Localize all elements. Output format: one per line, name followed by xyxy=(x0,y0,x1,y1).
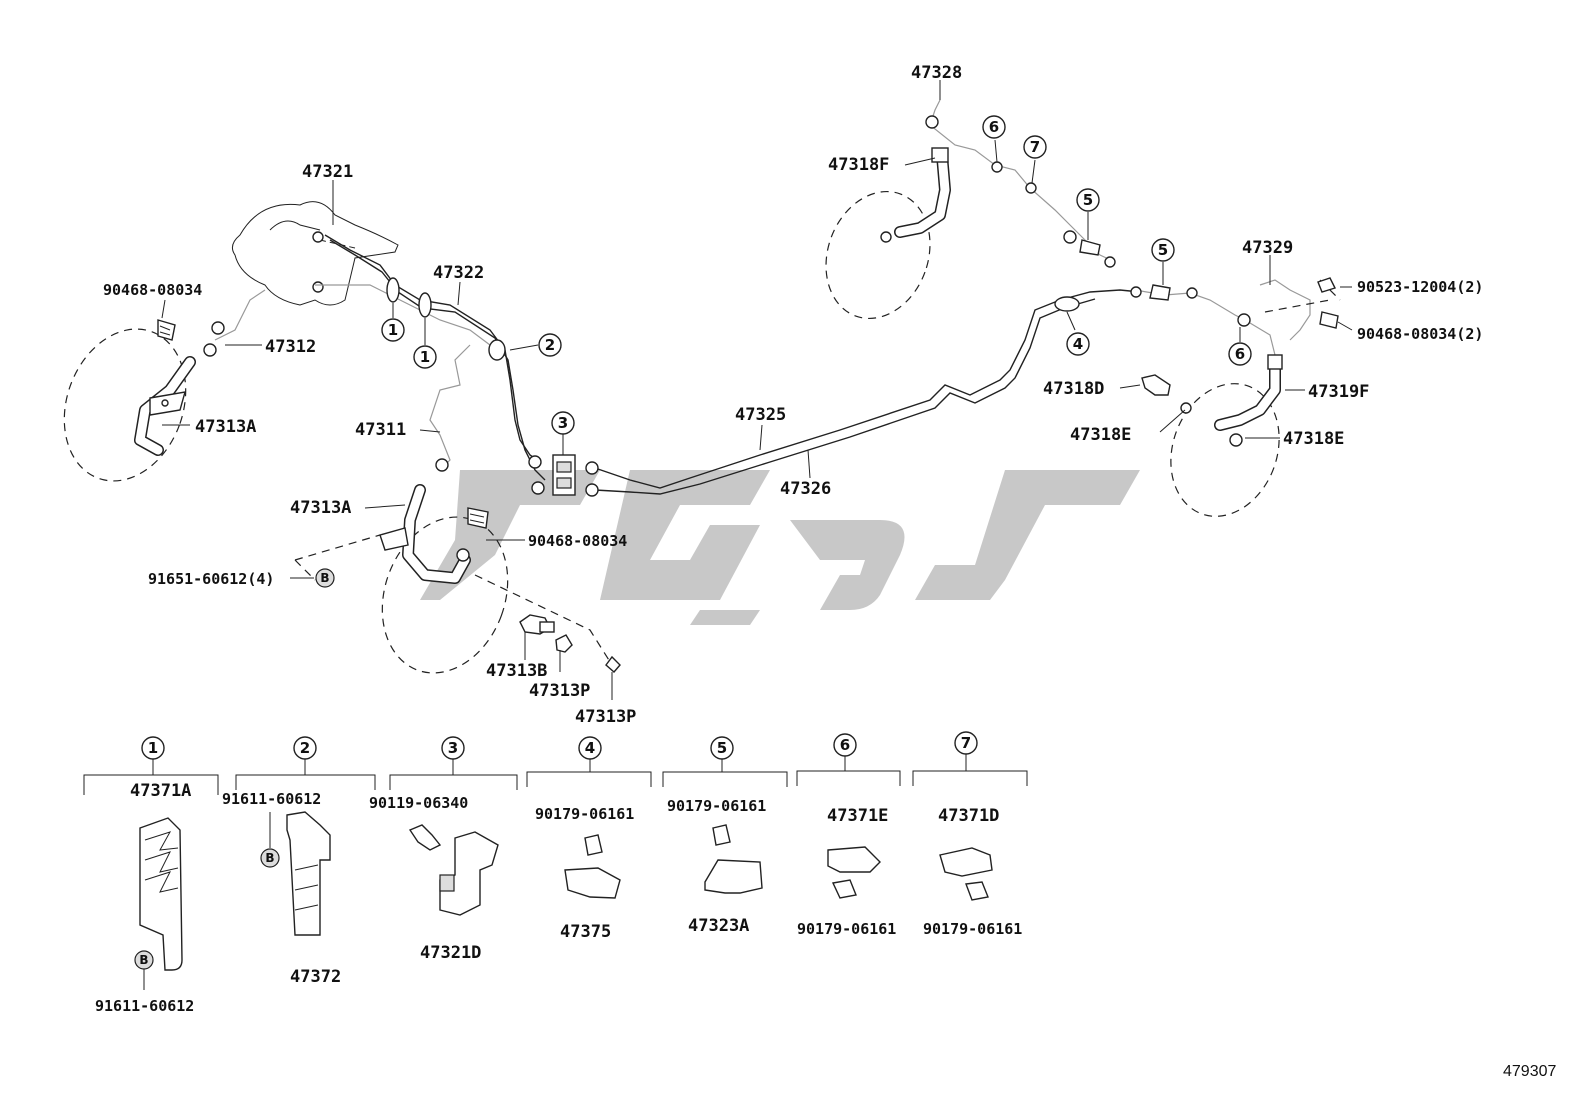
legend-group-4: 4 90179-06161 47375 xyxy=(526,736,652,942)
legend-2-part-a: 91611-60612 xyxy=(222,790,321,808)
legend-1-part-a: 47371A xyxy=(130,781,191,801)
label-90468-08034-right: 90468-08034(2) xyxy=(1357,325,1483,343)
label-47329: 47329 xyxy=(1242,238,1293,258)
svg-text:5: 5 xyxy=(1083,191,1093,209)
right-pipes xyxy=(925,99,1341,356)
legend-6-part-b: 90179-06161 xyxy=(797,920,896,938)
label-47325: 47325 xyxy=(735,405,786,425)
callout-circles: 1 1 2 3 4 5 5 6 6 7 B xyxy=(315,115,1252,588)
label-47313B: 47313B xyxy=(486,661,547,681)
legend-group-2: 2 91611-60612 B 47372 xyxy=(222,736,376,987)
callout-1a: 1 xyxy=(381,318,405,342)
junction-block-3 xyxy=(552,454,576,496)
svg-text:4: 4 xyxy=(585,739,595,757)
svg-text:7: 7 xyxy=(961,734,971,752)
label-90468-08034-lower: 90468-08034 xyxy=(528,532,627,550)
right-clips xyxy=(1317,277,1339,329)
svg-text:5: 5 xyxy=(1158,241,1168,259)
svg-text:3: 3 xyxy=(448,739,458,757)
legend-5-part-b: 47323A xyxy=(688,916,749,936)
left-bracket-clip xyxy=(157,319,176,341)
legend-5-part-a: 90179-06161 xyxy=(667,797,766,815)
svg-text:6: 6 xyxy=(989,118,999,136)
legend-4-part-b: 47375 xyxy=(560,922,611,942)
legend-7-part-a: 47371D xyxy=(938,806,999,826)
leader-lines xyxy=(161,80,1353,700)
label-90468-08034-left: 90468-08034 xyxy=(103,281,202,299)
svg-text:1: 1 xyxy=(420,348,430,366)
label-47322: 47322 xyxy=(433,263,484,283)
callout-b-diagram: B xyxy=(315,568,335,588)
callout-2: 2 xyxy=(538,333,562,357)
callout-6a: 6 xyxy=(982,115,1006,139)
callout-5a: 5 xyxy=(1076,188,1100,212)
legend-group-6: 6 47371E 90179-06161 xyxy=(796,733,901,938)
legend-6-part-a: 47371E xyxy=(827,806,888,826)
legend-group-1: 1 47371A B 91611-60612 xyxy=(83,736,219,1015)
right-lower-brake-disc xyxy=(1141,354,1283,517)
callout-5b: 5 xyxy=(1151,238,1175,262)
label-47318D: 47318D xyxy=(1043,379,1104,399)
left-pipes xyxy=(203,234,546,495)
callout-3: 3 xyxy=(551,411,575,435)
svg-text:2: 2 xyxy=(300,739,310,757)
label-47313P-2: 47313P xyxy=(575,707,636,727)
legend-7-part-b: 90179-06161 xyxy=(923,920,1022,938)
lower-bracket-clip xyxy=(467,507,489,529)
svg-text:7: 7 xyxy=(1030,138,1040,156)
svg-text:6: 6 xyxy=(1235,345,1245,363)
label-47318E-right: 47318E xyxy=(1283,429,1344,449)
callout-7: 7 xyxy=(1023,135,1047,159)
svg-text:3: 3 xyxy=(558,414,568,432)
svg-text:B: B xyxy=(265,851,274,865)
legend-1-part-b: 91611-60612 xyxy=(95,997,194,1015)
svg-text:1: 1 xyxy=(388,321,398,339)
label-47312: 47312 xyxy=(265,337,316,357)
legend-group-7: 7 47371D 90179-06161 xyxy=(912,731,1028,938)
label-47313P-1: 47313P xyxy=(529,681,590,701)
svg-text:5: 5 xyxy=(717,739,727,757)
callout-6b: 6 xyxy=(1228,342,1252,366)
left-upper-brake-disc xyxy=(63,328,196,482)
label-91651-60612: 91651-60612(4) xyxy=(148,570,274,588)
svg-text:B: B xyxy=(139,953,148,967)
legend-group-3: 3 90119-06340 47321D xyxy=(369,736,518,963)
callout-1b: 1 xyxy=(413,345,437,369)
label-47321: 47321 xyxy=(302,162,353,182)
svg-text:2: 2 xyxy=(545,336,555,354)
label-47318F: 47318F xyxy=(828,155,889,175)
legend-3-part-b: 47321D xyxy=(420,943,481,963)
svg-text:1: 1 xyxy=(148,739,158,757)
callout-4: 4 xyxy=(1066,332,1090,356)
svg-text:4: 4 xyxy=(1073,335,1083,353)
right-upper-brake-disc xyxy=(825,147,951,320)
left-lower-brake-disc xyxy=(294,484,613,674)
left-clamps xyxy=(386,277,506,361)
master-cylinder xyxy=(231,201,399,306)
legend-group-5: 5 90179-06161 47323A xyxy=(662,736,788,936)
label-47313A-lower: 47313A xyxy=(290,498,351,518)
part-labels: 47328 47318F 47321 47322 47329 90523-120… xyxy=(103,63,1483,727)
legend-3-part-a: 90119-06340 xyxy=(369,794,468,812)
label-47318E-left: 47318E xyxy=(1070,425,1131,445)
label-47328: 47328 xyxy=(911,63,962,83)
illustration-id: 479307 xyxy=(1503,1063,1556,1080)
legend-2-part-b: 47372 xyxy=(290,967,341,987)
legend-groups: 1 47371A B 91611-60612 2 91611-60612 B 4… xyxy=(83,731,1028,1015)
label-47311: 47311 xyxy=(355,420,406,440)
svg-text:B: B xyxy=(320,571,329,585)
label-90523-12004: 90523-12004(2) xyxy=(1357,278,1483,296)
label-47326: 47326 xyxy=(780,479,831,499)
label-47313A-upper: 47313A xyxy=(195,417,256,437)
legend-4-part-a: 90179-06161 xyxy=(535,805,634,823)
svg-text:6: 6 xyxy=(840,736,850,754)
label-47319F: 47319F xyxy=(1308,382,1369,402)
bolt-and-nuts xyxy=(519,614,621,673)
